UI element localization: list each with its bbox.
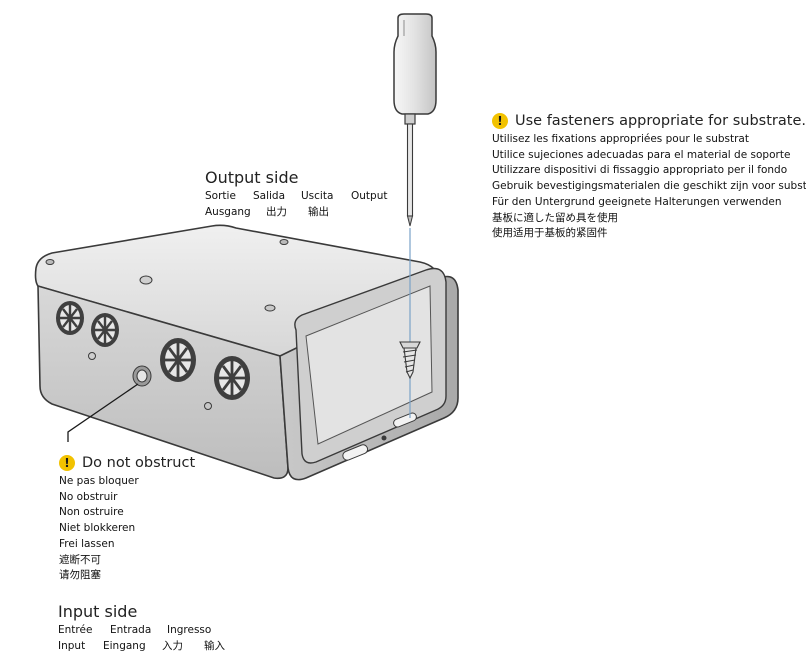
translation: Input: [58, 639, 86, 652]
input-side-translations-row2: Input Eingang 入力 输入: [58, 639, 225, 655]
obstruct-warning-title: Do not obstruct: [82, 455, 196, 471]
connector-gland: [56, 301, 84, 335]
translation: 输入: [204, 639, 225, 652]
warning-icon: !: [59, 455, 75, 471]
screw-icon: [399, 341, 421, 380]
connector-gland: [91, 313, 119, 347]
translation: Ingresso: [167, 624, 212, 636]
translation: Utilizzare dispositivi di fissaggio appr…: [492, 164, 788, 177]
obstruct-warning: ! Do not obstruct Ne pas bloquer No obst…: [59, 454, 195, 584]
translation: Eingang: [103, 639, 146, 652]
input-side-title: Input side: [58, 602, 138, 621]
translation: Entrée: [58, 624, 93, 636]
warning-icon: !: [492, 113, 508, 129]
output-side-title: Output side: [205, 168, 299, 187]
fasteners-warning: ! Use fasteners appropriate for substrat…: [492, 112, 806, 242]
translation: Output: [351, 190, 388, 202]
translation: Gebruik bevestigingsmaterialen die gesch…: [492, 180, 806, 193]
obstruct-warning-translations: Ne pas bloquer No obstruir Non ostruire …: [59, 474, 195, 584]
translation: 请勿阻塞: [59, 569, 101, 582]
translation: 使用适用于基板的紧固件: [492, 227, 608, 240]
fasteners-warning-translations: Utilisez les fixations appropriées pour …: [492, 132, 806, 242]
obstruct-warning-header: ! Do not obstruct: [59, 454, 195, 472]
translation: 遮断不可: [59, 553, 101, 566]
translation: Utilisez les fixations appropriées pour …: [492, 133, 749, 145]
translation: Utilice sujeciones adecuadas para el mat…: [492, 148, 791, 161]
translation: Niet blokkeren: [59, 522, 136, 535]
translation: Ausgang: [205, 205, 251, 218]
translation: Für den Untergrund geeignete Halterungen…: [492, 195, 782, 208]
translation: Non ostruire: [59, 506, 124, 519]
translation: Uscita: [301, 190, 334, 202]
input-side-label: Input side Entrée Entrada Ingresso Input Ei…: [58, 602, 225, 654]
translation: 出力: [266, 205, 287, 218]
screwdriver-icon: [393, 13, 437, 227]
translation: Entrada: [110, 624, 152, 636]
output-side-label: Output side Sortie Salida Uscita Output Aus…: [205, 168, 387, 220]
translation: 基板に適した留め具を使用: [492, 211, 618, 224]
translation: Salida: [253, 190, 286, 202]
translation: Frei lassen: [59, 537, 115, 550]
output-side-translations-row2: Ausgang 出力 输出: [205, 205, 387, 221]
translation: No obstruir: [59, 490, 118, 503]
translation: 入力: [162, 639, 183, 652]
obstruct-callout-line: [67, 383, 139, 442]
connector-gland: [214, 356, 250, 400]
mounting-bracket: [279, 267, 459, 481]
translation: 输出: [308, 205, 329, 218]
translation: Sortie: [205, 190, 236, 202]
fasteners-warning-header: ! Use fasteners appropriate for substrat…: [492, 112, 806, 130]
translation: Ne pas bloquer: [59, 475, 139, 487]
output-side-translations-row1: Sortie Salida Uscita Output: [205, 189, 387, 205]
input-side-translations-row1: Entrée Entrada Ingresso: [58, 623, 225, 639]
fasteners-warning-title: Use fasteners appropriate for substrate.: [515, 113, 806, 129]
breather-vent: [132, 365, 152, 387]
connector-gland: [160, 338, 196, 382]
